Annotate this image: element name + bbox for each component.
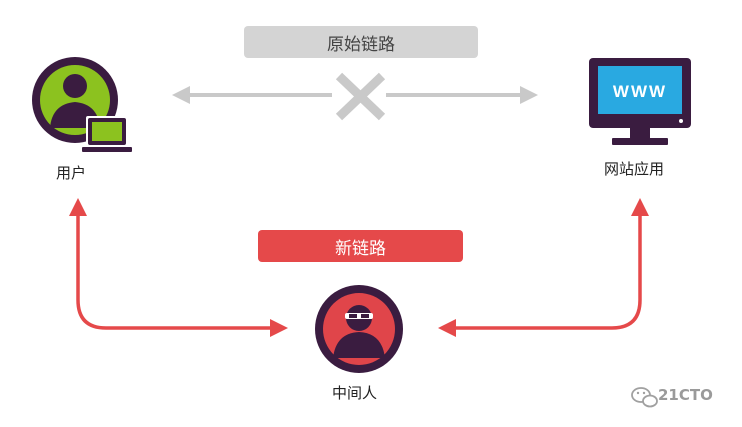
website-label: 网站应用 — [604, 160, 665, 178]
new-link-left-arrow — [69, 198, 288, 337]
masked-person-icon — [315, 285, 403, 373]
original-link-arrow — [172, 86, 538, 104]
user-with-laptop-icon — [32, 57, 132, 152]
new-link-label: 新链路 — [335, 238, 386, 259]
new-link-right-arrow — [438, 198, 649, 337]
original-link-label: 原始链路 — [327, 34, 395, 55]
monitor-www-icon: WWW — [589, 58, 691, 145]
user-label: 用户 — [56, 164, 87, 182]
new-link-badge: 新链路 — [258, 230, 463, 262]
original-link-badge: 原始链路 — [244, 26, 478, 58]
cross-icon — [335, 72, 386, 121]
monitor-screen-text: WWW — [613, 82, 667, 101]
mitm-label: 中间人 — [332, 384, 378, 402]
wechat-icon — [631, 387, 658, 408]
watermark: 21CTO — [630, 386, 713, 404]
watermark-text: 21CTO — [658, 386, 713, 404]
